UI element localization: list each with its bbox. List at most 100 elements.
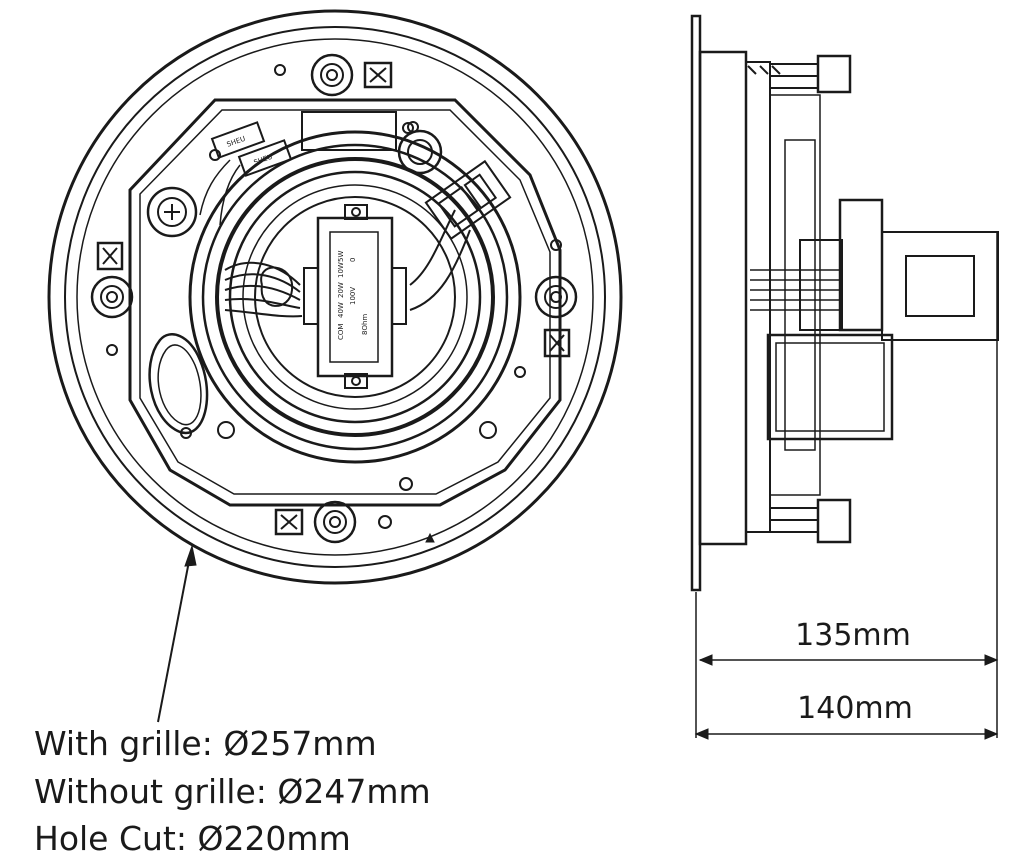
tap-100v: 100V <box>349 287 357 305</box>
side-bottom-clamp-arm <box>770 507 818 533</box>
tap-10w: 10W <box>337 262 345 278</box>
left-clamp-tab-cross <box>102 247 118 265</box>
bottom-small-hole-2 <box>399 477 413 491</box>
bottom-clamp-tab-cross <box>280 514 298 530</box>
side-top-clamp-hooks <box>747 65 781 75</box>
cable-entry-oval <box>148 333 209 435</box>
baffle-plate <box>698 50 748 546</box>
bottom-clamp-screw-outer <box>313 500 357 544</box>
side-top-clamp <box>816 54 852 94</box>
right-clamp-tab <box>543 328 571 358</box>
sheu-module-2-body <box>237 139 293 177</box>
side-frame-column-2 <box>784 139 816 451</box>
chassis-outline <box>128 98 562 507</box>
right-clamp-screw-center <box>550 291 562 303</box>
chassis-screw-a <box>407 121 419 133</box>
driver-ring-5 <box>242 184 468 410</box>
volume-knob-mark <box>164 204 180 220</box>
transformer-label-plate <box>329 231 379 363</box>
left-clamp-screw-inner <box>100 285 124 309</box>
front-view: COM 40W 20W 10W 5W 100V 0 8Ohm <box>47 9 623 723</box>
magnet-block <box>766 333 894 441</box>
spec-with-grille: With grille: Ø257mm <box>34 724 377 763</box>
left-clamp-screw-center <box>106 291 118 303</box>
driver-ring-4 <box>228 170 482 424</box>
wire-top-left <box>199 159 241 226</box>
tap-20w: 20W <box>337 282 345 298</box>
right-clamp-tab-cross <box>549 334 565 352</box>
grille-leader-line <box>157 555 191 723</box>
left-clamp-screw-outer <box>90 275 134 319</box>
sheu-module-1-label: SHEU <box>226 135 247 149</box>
spec-without-grille: Without grille: Ø247mm <box>34 772 431 811</box>
chassis-screw-d <box>514 366 526 378</box>
top-port-outer <box>397 129 443 175</box>
side-view <box>690 14 999 740</box>
grille-inner-ring <box>64 26 606 568</box>
volume-knob-outer <box>146 186 198 238</box>
terminal-block-inner <box>437 185 480 228</box>
transformer-tap-labels: COM 40W 20W 10W 5W 100V 0 8Ohm <box>337 251 369 340</box>
grille-outer-ring <box>47 9 623 585</box>
wire-loop-left <box>260 266 294 307</box>
left-small-hole <box>106 344 118 356</box>
bottom-clamp-screw-center <box>329 516 341 528</box>
driver-ring-3 <box>215 157 495 437</box>
left-clamp-tab <box>96 241 124 271</box>
dim-135-arrow-left <box>698 654 713 666</box>
terminal-block <box>424 159 512 241</box>
transformer-screw-top <box>351 207 361 217</box>
top-clamp-tab-cross <box>369 67 387 83</box>
top-clamp-screw-outer <box>310 53 354 97</box>
right-small-hole <box>550 239 562 251</box>
driver-outer-ring <box>188 130 522 464</box>
transformer-top-tab <box>344 204 368 220</box>
top-port-inner <box>407 139 433 165</box>
chassis-body <box>745 61 771 533</box>
transformer-screw-bottom <box>351 376 361 386</box>
chassis-inner-outline <box>139 109 551 495</box>
tap-8ohm: 8Ohm <box>361 314 369 335</box>
tap-0: 0 <box>349 258 357 262</box>
driver-ring-2 <box>201 143 509 451</box>
dim-135-arrow-right <box>984 654 999 666</box>
motor-lines <box>750 269 840 311</box>
grille-flange <box>690 14 702 592</box>
transformer-right-ear <box>391 267 407 325</box>
spec-hole-cut: Hole Cut: Ø220mm <box>34 819 351 858</box>
motor-mid-section <box>799 239 843 331</box>
dim-140-arrow-left <box>694 728 709 740</box>
top-nameplate <box>301 111 397 151</box>
tap-com: COM <box>337 324 345 340</box>
dimension-140-label: 140mm <box>797 691 913 726</box>
top-clamp-screw-center <box>326 69 338 81</box>
transformer-bottom-tab <box>344 373 368 389</box>
terminal-block-body <box>424 159 512 241</box>
bottom-clamp-screw-inner <box>323 510 347 534</box>
motor-housing <box>838 198 884 332</box>
dim-140-arrow-right <box>984 728 999 740</box>
sheu-module-1-body <box>210 121 266 159</box>
bottom-clamp-tab <box>274 508 304 536</box>
terminal-block-clip <box>463 173 498 210</box>
side-frame-column-1 <box>769 94 821 496</box>
sheu-module-2: SHEU <box>237 139 293 177</box>
top-small-hole-2 <box>402 122 414 134</box>
orientation-marker <box>425 532 435 543</box>
sheu-module-2-label: SHEU <box>253 153 274 167</box>
tap-40w: 40W <box>337 302 345 318</box>
side-transformer-box <box>881 231 999 341</box>
bottom-small-hole <box>378 515 392 529</box>
wire-right-2 <box>409 209 456 286</box>
chassis-screw-b <box>217 421 235 439</box>
right-clamp-screw-inner <box>544 285 568 309</box>
driver-ring-6 <box>254 196 456 398</box>
dimension-135-label: 135mm <box>795 618 911 653</box>
transformer-left-ear <box>303 267 319 325</box>
grille-leader-arrowhead <box>184 544 197 567</box>
chassis-screw-c <box>479 421 497 439</box>
right-clamp-screw-outer <box>534 275 578 319</box>
volume-knob-inner <box>157 197 187 227</box>
side-top-clamp-arm <box>770 63 818 89</box>
